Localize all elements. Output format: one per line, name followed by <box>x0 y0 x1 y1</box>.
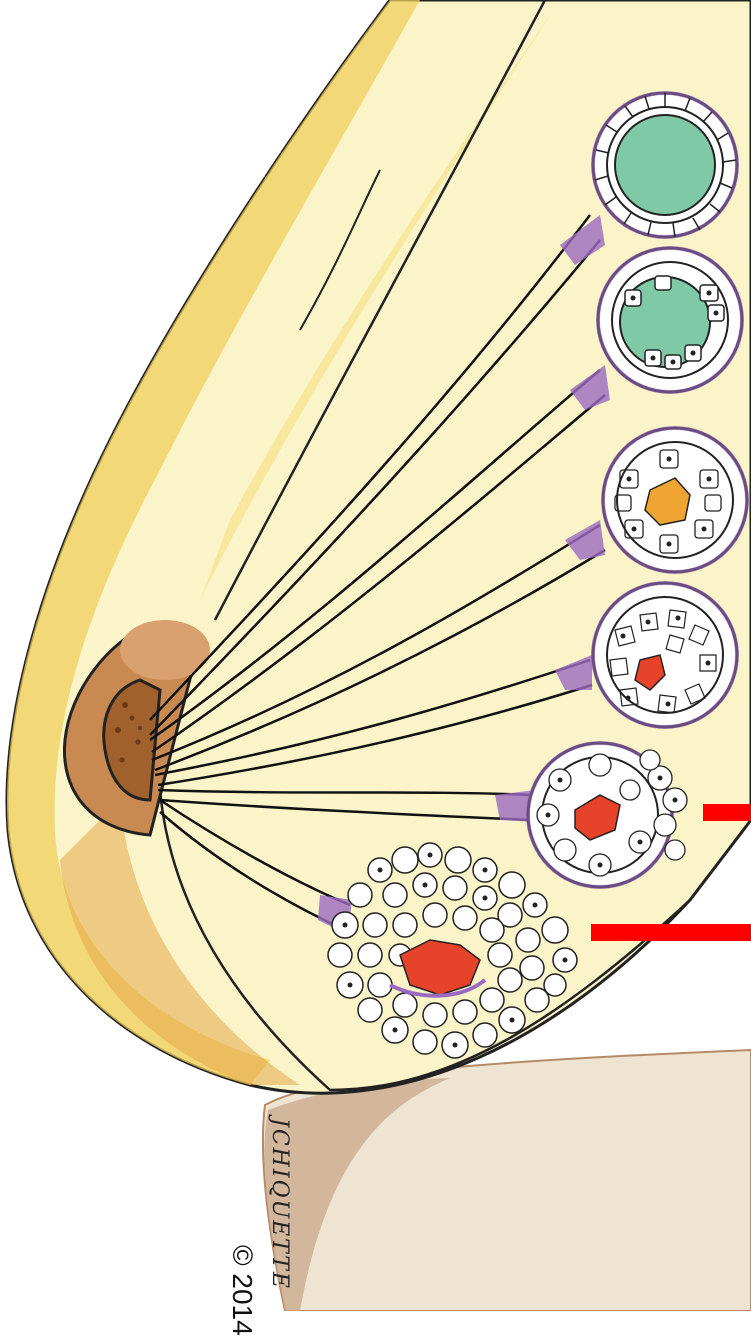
pointer-bar-cis <box>703 804 751 821</box>
lumen-green-1 <box>615 115 715 215</box>
lobule-cis <box>593 583 737 727</box>
copyright-notice: © 2014 <box>226 1245 258 1336</box>
lobule-atypical <box>603 428 747 572</box>
lobule-normal <box>593 93 737 237</box>
lobule-hyperplasia <box>598 248 742 392</box>
pointer-bar-invasive <box>591 924 751 941</box>
artist-signature: JCHIQUETTE <box>267 1118 292 1290</box>
